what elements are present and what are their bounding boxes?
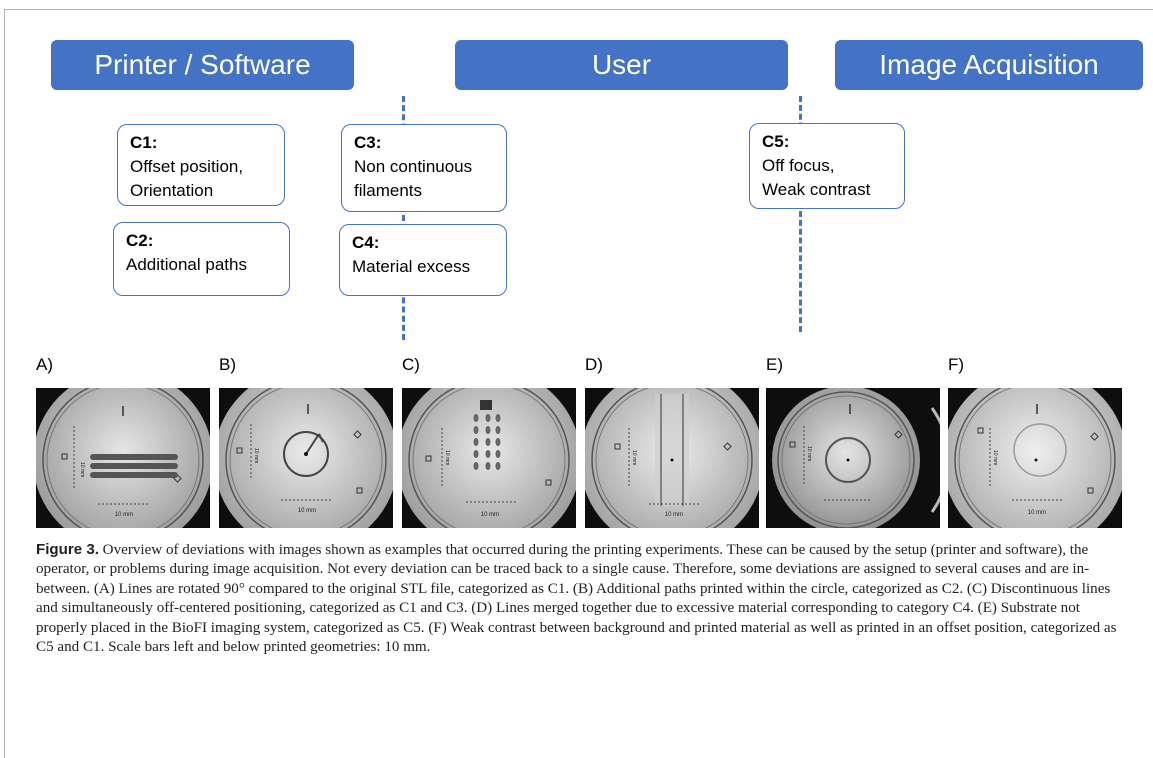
category-title: C4: [352,233,380,252]
panel-image-d: 10 mm 10 mm [585,388,759,528]
panel-image-e: 10 mm [766,388,940,528]
category-text: Additional paths [126,255,247,274]
side-scale-label: 10 mm [631,450,637,465]
side-scale-label: 10 mm [79,462,85,477]
panel-label-e: E) [766,355,783,374]
side-scale-label: 10 mm [992,450,998,465]
divider-user [402,96,405,340]
category-box-c2: C2: Additional paths [113,222,290,296]
category-box-c5: C5: Off focus, Weak contrast [749,123,905,209]
scale-bar-label: 10 mm [481,512,499,518]
category-text: Weak contrast [762,180,871,199]
divider-image-acquisition [799,96,802,332]
panel-label-d: D) [585,355,603,374]
figure-caption: Figure 3. Overview of deviations with im… [36,540,1126,657]
header-image-acquisition: Image Acquisition [835,40,1143,90]
side-scale-label: 10 mm [444,450,450,465]
category-box-c3: C3: Non continuous filaments [341,124,507,212]
category-text: Material excess [352,257,471,276]
caption-text: Overview of deviations with images shown… [36,542,1117,656]
category-title: C3: [354,133,382,152]
caption-label: Figure 3. [36,541,99,558]
category-text: Offset position, [130,157,244,176]
panel-label-a: A) [36,355,53,374]
panel-image-c: 10 mm 10 mm [402,388,576,528]
category-text: Orientation [130,181,214,200]
panel-image-a: 10 mm 10 mm [36,388,210,528]
panel-label-b: B) [219,355,236,374]
scale-bar-label: 10 mm [1028,510,1046,516]
figure-frame-top [4,9,1153,10]
panel-label-f: F) [948,355,965,374]
side-scale-label: 10 mm [806,446,812,461]
panel-image-b: 10 mm 10 mm [219,388,393,528]
panel-label-c: C) [402,355,420,374]
category-title: C5: [762,132,790,151]
figure-frame-left [4,9,5,758]
scale-bar-label: 10 mm [115,512,133,518]
header-user: User [455,40,788,90]
category-title: C1: [130,133,158,152]
scale-bar-label: 10 mm [665,512,683,518]
category-title: C2: [126,231,154,250]
category-box-c4: C4: Material excess [339,224,507,296]
panel-image-f: 10 mm 10 mm [948,388,1122,528]
side-scale-label: 10 mm [253,448,259,463]
category-text: Off focus, [762,156,835,175]
category-box-c1: C1: Offset position, Orientation [117,124,285,206]
scale-bar-label: 10 mm [298,508,316,514]
category-text: filaments [354,181,423,200]
header-printer-software: Printer / Software [51,40,354,90]
category-text: Non continuous [354,157,473,176]
